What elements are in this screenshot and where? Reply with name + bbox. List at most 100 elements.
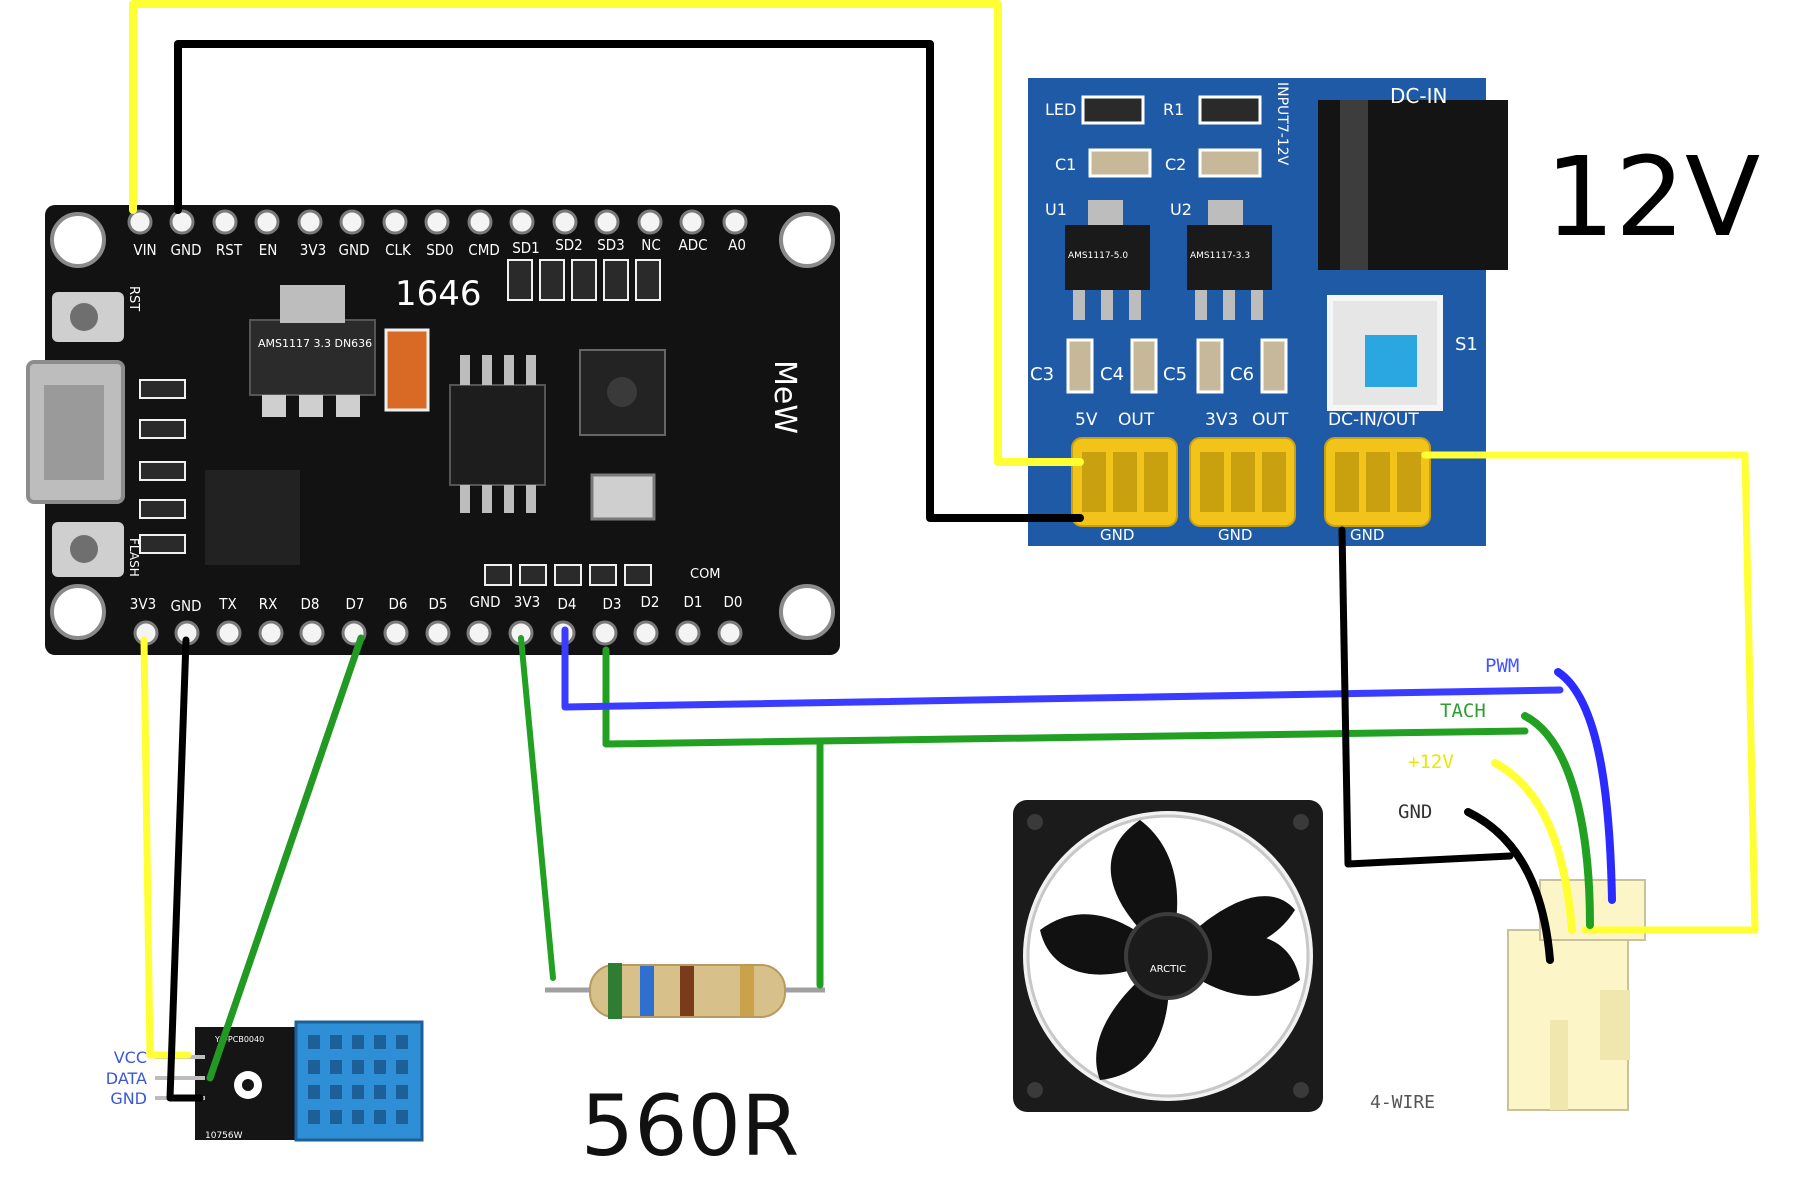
pin-label: D1 [684,593,703,611]
bottom-pin-labels: 3V3 GND TX RX D8 D7 D6 D5 GND 3V3 D4 D3 … [130,593,743,615]
com-label: COM [690,567,721,582]
c6-label: C6 [1230,364,1254,385]
flash-chip [449,384,546,486]
pin-label: A0 [728,236,746,254]
pin-label: SD3 [597,236,625,254]
header-label-3v3: 3V3 [1205,410,1238,430]
pin-label: 3V3 [130,595,156,613]
dcin-label: DC-IN [1390,84,1447,108]
dht11-sensor-module: YC-PCB0040 10756W VCC DATA GND [106,1020,424,1142]
fan-lead-12v [1491,759,1576,934]
wires [129,0,1759,1102]
fan-wire-pwm: PWM [1485,655,1519,677]
bottom-pin-pads [133,620,743,646]
pin-label: ADC [678,236,707,254]
pin-label: D0 [724,593,743,611]
wire-d7-sensor-data [206,634,365,1082]
pin-label: RX [259,595,278,613]
c4-label: C4 [1100,364,1124,385]
r1-label: R1 [1163,100,1184,119]
pin-label: CLK [385,241,412,259]
wire-gnd-sensor-gnd [166,636,204,1102]
smd-parts [139,379,186,554]
fan-connector-label: 4-WIRE [1370,1092,1435,1113]
resistor-value: 560R [581,1077,800,1175]
u2-label: U2 [1170,200,1192,219]
nodemcu-board: VIN GND RST EN 3V3 GND CLK SD0 CMD SD1 S… [26,205,840,655]
sensor-board-code: 10756W [205,1131,243,1141]
sensor-board-text: YC-PCB0040 [214,1035,264,1044]
wire-d4-pwm [561,626,1564,711]
pin-label: TX [218,595,236,613]
sensor-pin-vcc: VCC [114,1048,147,1067]
fan-lead-gnd [1464,808,1554,964]
voltage-regulator [249,319,376,396]
fan-brand: ARCTIC [1150,964,1186,975]
pin-label: D3 [603,595,622,613]
chip-code: 1646 [395,274,482,314]
top-pin-labels: VIN GND RST EN 3V3 GND CLK SD0 CMD SD1 S… [133,236,746,259]
c1-label: C1 [1055,155,1076,174]
pin-label: GND [470,593,501,611]
sensor-pin-gnd: GND [110,1089,147,1108]
pin-label: D6 [389,595,408,613]
regulator-u2 [1187,225,1272,290]
pin-label: SD2 [555,236,583,254]
fan-wire-gnd: GND [1398,801,1432,823]
usb-serial-chip [205,470,300,565]
regulator-text: AMS1117 3.3 DN636 [258,337,372,350]
esp8266-chip [579,349,666,436]
pin-label: D7 [346,595,365,613]
pin-label: D5 [429,595,448,613]
fan-wire-tach: TACH [1440,700,1486,722]
header-label-out: OUT [1118,410,1155,430]
reg1-text: AMS1117-5.0 [1068,251,1128,261]
fan-connector [1507,879,1646,1111]
power-module: DC-IN INPUT7-12V LED R1 C1 C2 U1 AMS1117… [1028,78,1508,546]
c5-label: C5 [1163,364,1187,385]
logo-text: MeW [767,360,802,434]
fan-wire-12v: +12V [1408,751,1454,773]
pin-label: RST [216,241,243,259]
fan-lead-tach [1521,712,1594,929]
tantalum-capacitor [384,328,430,412]
wire-vin-5v [129,0,1084,466]
pin-label: D8 [301,595,320,613]
header-label-5v: 5V [1075,410,1098,430]
s1-label: S1 [1455,334,1478,355]
wire-dcout-fan-12v [1421,451,1759,934]
voltage-label: 12V [1545,133,1760,261]
mounting-hole [779,212,835,268]
c3-label: C3 [1030,364,1054,385]
header-label-out: OUT [1252,410,1289,430]
wire-power-gnd-fan [1338,526,1514,868]
fan-lead-pwm [1554,668,1616,904]
pin-label: 3V3 [300,241,326,259]
mounting-hole [50,212,106,268]
pin-label: EN [259,241,278,259]
gnd-label: GND [1350,526,1384,544]
pin-label: SD0 [426,241,454,259]
sensor-pin-data: DATA [106,1069,147,1088]
pin-label: 3V3 [514,593,540,611]
pin-label: CMD [468,241,499,259]
input-label: INPUT7-12V [1274,82,1290,166]
mounting-hole [779,584,835,640]
top-pin-pads [127,209,748,235]
pin-label: D2 [641,593,660,611]
wire-3v3-resistor [518,635,556,981]
pin-label: NC [641,236,661,254]
pin-label: GND [171,241,202,259]
fan: ARCTIC [1013,800,1323,1112]
crystal [590,473,656,521]
mounting-hole [50,584,106,640]
pin-label: SD1 [512,239,540,257]
reg2-text: AMS1117-3.3 [1190,251,1250,261]
regulator-u1 [1065,225,1150,290]
rst-label: RST [126,286,141,311]
flash-label: FLASH [127,538,141,577]
gnd-label: GND [1218,526,1252,544]
u1-label: U1 [1045,200,1067,219]
resistor [545,963,825,1019]
